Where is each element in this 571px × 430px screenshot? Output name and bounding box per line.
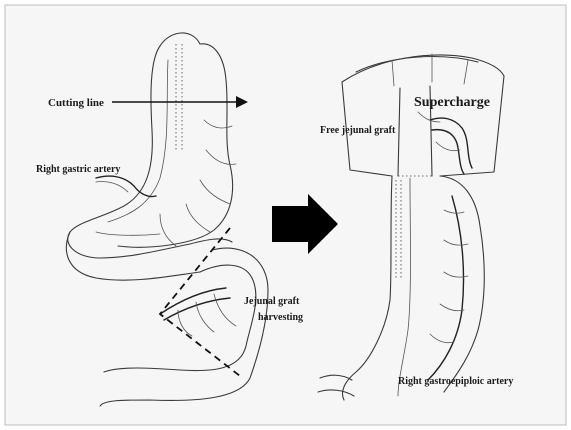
free-jejunal-graft-label: Free jejunal graft xyxy=(320,125,396,136)
cutting-line-label: Cutting line xyxy=(48,97,104,109)
right-gastric-artery-label: Right gastric artery xyxy=(36,164,120,175)
right-gastroepiploic-artery-label: Right gastroepiploic artery xyxy=(398,376,513,387)
jejunal-graft-harvesting-label-line2: harvesting xyxy=(258,312,303,323)
supercharge-label: Supercharge xyxy=(414,95,490,110)
jejunal-graft-harvesting-label-line1: Jejunal graft xyxy=(244,296,300,307)
